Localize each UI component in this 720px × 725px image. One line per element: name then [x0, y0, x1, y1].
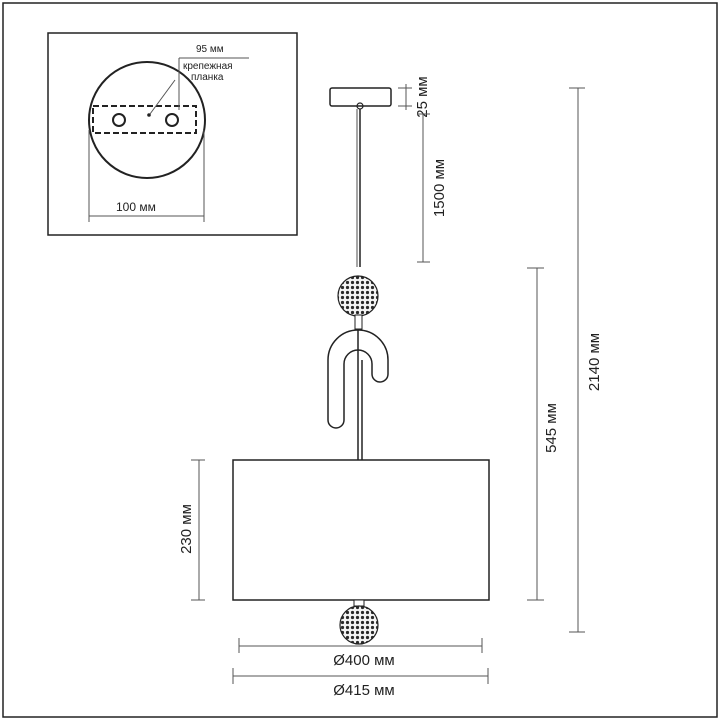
ball-connector — [354, 314, 363, 330]
canopy-diameter-label: 100 мм — [116, 200, 156, 214]
ceiling-canopy — [329, 87, 392, 107]
mounting-hole-left — [112, 113, 126, 127]
mount-inset: 95 мм крепежная планка 100 мм — [47, 32, 298, 236]
shade-height-label: 230 мм — [178, 504, 195, 554]
bottom-connector — [353, 599, 365, 607]
bracket-pointer-dot — [147, 113, 151, 117]
lamp-shade — [232, 459, 490, 601]
hole-spacing-label: 95 мм — [196, 44, 224, 55]
body-height-label: 545 мм — [543, 403, 560, 453]
canopy-top-view — [88, 61, 206, 179]
lamp-elevation — [232, 87, 490, 645]
outer-diameter-label: Ø415 мм — [333, 682, 395, 699]
inner-diameter-label: Ø400 мм — [333, 652, 395, 669]
total-height-label: 2140 мм — [586, 333, 603, 391]
crystal-ball-lower — [339, 605, 379, 645]
bracket-label-line2: планка — [191, 72, 224, 83]
mounting-hole-right — [165, 113, 179, 127]
arch-decor-element — [327, 329, 389, 429]
bracket-label-leader — [149, 79, 176, 115]
dimensions: 25 мм 1500 мм 2140 мм 545 мм 230 мм Ø400… — [178, 76, 603, 699]
bracket-label-line1: крепежная — [183, 61, 233, 72]
cable-length-label: 1500 мм — [431, 159, 448, 217]
crystal-ball-upper — [337, 275, 379, 317]
canopy-height-label: 25 мм — [414, 76, 431, 117]
mounting-bracket-outline — [92, 105, 197, 134]
